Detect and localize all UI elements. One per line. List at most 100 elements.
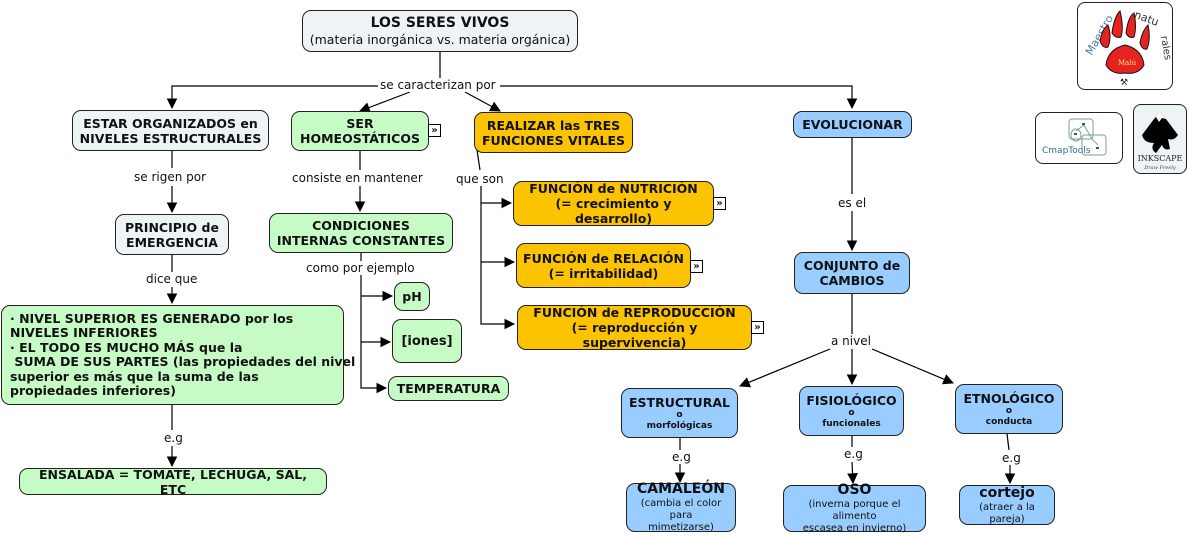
phrase-eg-etnologico: e.g [1000, 451, 1023, 465]
logo-text-right2: rales [1158, 35, 1172, 61]
phrase-a-nivel: a nivel [829, 334, 873, 348]
principle-line: propiedades inferiores) [10, 383, 176, 398]
concept-text: ENSALADA = TOMATE, LECHUGA, SAL, ETC [39, 466, 307, 497]
link-estructural [739, 348, 831, 388]
concept-text: mimetizarse) [648, 522, 714, 533]
concept-text: CAMBIOS [819, 273, 885, 288]
phrase-se-caracterizan: se caracterizan por [378, 78, 498, 92]
concept-text: CONJUNTO de [803, 258, 901, 273]
concept-text: FUNCIONES VITALES [481, 132, 626, 148]
paw-icon: Maestro natu rales Malú ⚒ [1083, 8, 1173, 88]
concept-text: HOMEOSTÁTICOS [300, 131, 420, 146]
principle-line: · EL TODO ES MUCHO MÁS que la [10, 339, 243, 355]
expand-icon[interactable]: » [428, 124, 441, 137]
expand-icon[interactable]: » [751, 321, 764, 334]
concept-text: ESTAR ORGANIZADOS en [83, 115, 258, 131]
concept-ph[interactable]: pH [394, 282, 430, 311]
link-funciones [464, 91, 501, 112]
expand-icon[interactable]: » [690, 260, 703, 273]
root-subtitle: (materia inorgánica vs. materia orgánica… [309, 32, 571, 47]
concept-text: o [848, 407, 855, 418]
concept-cortejo[interactable]: cortejo (atraer a la pareja) [959, 485, 1055, 525]
phrase-eg-estructural: e.g [670, 450, 693, 464]
principle-line: NIVELES INFERIORES [10, 325, 158, 340]
concept-text: (= crecimiento y desarrollo) [555, 196, 672, 226]
inkscape-icon: INKSCAPE Draw Freely [1138, 111, 1183, 171]
cmaptools-logo: CmapTools [1035, 112, 1123, 164]
logo-text-right: natu [1133, 8, 1161, 29]
concept-emergencia[interactable]: PRINCIPIO de EMERGENCIA [115, 214, 229, 255]
link-evolucionar [500, 85, 858, 110]
concept-nutricion[interactable]: FUNCIÓN de NUTRICIÓN (= crecimiento y de… [513, 181, 714, 226]
concept-text: INTERNAS CONSTANTES [276, 233, 446, 248]
concept-text: o [1005, 405, 1013, 416]
concept-text: FISIOLÓGICO [806, 392, 897, 408]
link-homeostaticos [358, 91, 411, 113]
concept-funciones[interactable]: REALIZAR las TRES FUNCIONES VITALES [474, 112, 633, 153]
concept-organizados[interactable]: ESTAR ORGANIZADOS en NIVELES ESTRUCTURAL… [72, 110, 269, 151]
concept-text: morfológicas [646, 420, 713, 431]
concept-text: (= irritabilidad) [548, 265, 659, 281]
concept-text: ETNOLÓGICO [963, 390, 1055, 406]
phrase-se-rigen: se rigen por [132, 170, 209, 184]
hammers-icon: ⚒ [1120, 78, 1128, 88]
concept-camaleon[interactable]: CAMALEÓN (cambia el color para mimetizar… [626, 481, 736, 533]
concept-text: (atraer a la pareja) [979, 501, 1035, 525]
concept-text: cortejo [979, 484, 1035, 501]
phrase-eg-fisiologico: e.g [842, 447, 865, 461]
inkscape-text: INKSCAPE [1138, 154, 1183, 163]
inkscape-tagline: Draw Freely [1143, 165, 1176, 171]
concept-text: NIVELES ESTRUCTURALES [79, 130, 262, 146]
concept-text: ESTRUCTURAL [629, 394, 730, 410]
inkscape-logo: INKSCAPE Draw Freely [1133, 104, 1187, 174]
maestro-naturales-logo: Maestro natu rales Malú ⚒ [1077, 2, 1173, 90]
link-organizados [166, 85, 380, 110]
phrase-que-son: que son [454, 172, 506, 186]
phrase-como-por-ejemplo: como por ejemplo [304, 261, 417, 275]
cmap-icon: CmapTools [1042, 118, 1107, 156]
concept-text: FUNCIÓN de REPRODUCCIÓN [533, 305, 736, 320]
concept-text: PRINCIPIO de [125, 219, 219, 235]
concept-estructural[interactable]: ESTRUCTURAL o morfológicas [621, 388, 738, 438]
concept-text: EMERGENCIA [126, 234, 218, 250]
phrase-es-el: es el [836, 196, 869, 210]
principle-line: SUMA DE SUS PARTES (las propiedades del … [10, 354, 356, 369]
concept-text: EVOLUCIONAR [802, 117, 903, 132]
concept-text: (cambia el color para [640, 498, 722, 521]
concept-evolucionar[interactable]: EVOLUCIONAR [793, 111, 912, 138]
concept-text: conducta [985, 416, 1033, 427]
concept-text: [iones] [401, 333, 453, 349]
concept-iones[interactable]: [iones] [392, 319, 462, 363]
concept-text: CAMALEÓN [637, 481, 725, 497]
root-title: LOS SERES VIVOS [370, 15, 510, 31]
concept-text: TEMPERATURA [396, 381, 501, 396]
concept-oso[interactable]: OSO (inverna porque el alimento escasea … [783, 482, 926, 534]
cmaptools-text: CmapTools [1042, 146, 1091, 156]
concept-text: o [676, 409, 683, 420]
logo-badge: Malú [1118, 59, 1137, 67]
concept-condiciones[interactable]: CONDICIONES INTERNAS CONSTANTES [269, 213, 453, 253]
concept-text: funcionales [822, 418, 881, 429]
root-concept[interactable]: LOS SERES VIVOS (materia inorgánica vs. … [302, 10, 578, 52]
concept-relacion[interactable]: FUNCIÓN de RELACIÓN (= irritabilidad) [516, 243, 691, 288]
concept-cambios[interactable]: CONJUNTO de CAMBIOS [794, 252, 910, 294]
concept-reproduccion[interactable]: FUNCIÓN de REPRODUCCIÓN (= reproducción … [517, 305, 752, 350]
link-etnologico [871, 348, 954, 385]
principle-line: superior es más que la suma de las [10, 368, 259, 384]
logo-text-left: Maestro [1083, 13, 1116, 58]
expand-icon[interactable]: » [713, 197, 726, 210]
concept-text: FUNCIÓN de NUTRICIÓN [529, 181, 698, 196]
principle-line: · NIVEL SUPERIOR ES GENERADO por los [10, 310, 294, 326]
concept-ensalada[interactable]: ENSALADA = TOMATE, LECHUGA, SAL, ETC [19, 466, 327, 497]
concept-homeostaticos[interactable]: SER HOMEOSTÁTICOS [291, 111, 429, 151]
concept-text: CONDICIONES [312, 218, 410, 233]
link-oso [847, 461, 858, 485]
concept-text: OSO [837, 482, 872, 498]
concept-principle-text[interactable]: · NIVEL SUPERIOR ES GENERADO por los NIV… [1, 305, 355, 405]
concept-fisiologico[interactable]: FISIOLÓGICO o funcionales [799, 386, 904, 436]
concept-temperatura[interactable]: TEMPERATURA [388, 376, 509, 401]
concept-text: (inverna porque el alimento [808, 499, 901, 522]
concept-text: (= reproducción y supervivencia) [571, 320, 698, 350]
concept-etnologico[interactable]: ETNOLÓGICO o conducta [955, 384, 1063, 434]
